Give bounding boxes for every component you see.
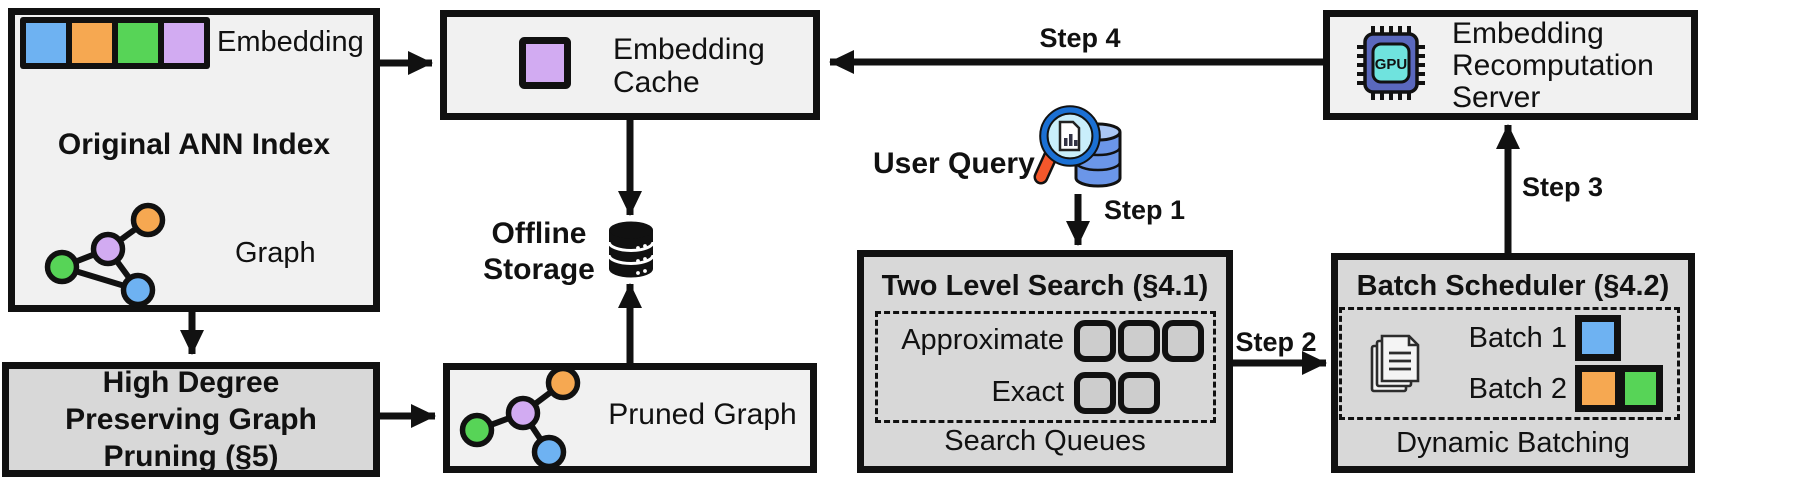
two-level-search-box: Two Level Search (§4.1) Approximate Exac… <box>857 250 1233 473</box>
embedding-cell-green <box>118 23 158 63</box>
dynamic-batching-label: Dynamic Batching <box>1396 427 1630 459</box>
step-1-label: Step 1 <box>1104 195 1186 225</box>
step-4-label: Step 4 <box>1039 23 1121 53</box>
user-query-label: User Query <box>873 147 1035 180</box>
pruned-node-purple <box>505 395 541 431</box>
exact-label: Exact <box>991 376 1064 408</box>
recomputation-server-box: GPU Embedding Recomputation Server <box>1323 10 1698 120</box>
embedding-cache-box: Embedding Cache <box>440 10 820 120</box>
embedding-cell-orange <box>72 23 112 63</box>
graph-pruning-title: High Degree Preserving Graph Pruning (§5… <box>65 366 317 473</box>
two-level-search-title: Two Level Search (§4.1) <box>881 270 1209 302</box>
batch-1-cell-blue <box>1575 315 1621 361</box>
pruned-node-green <box>459 412 495 448</box>
cached-embedding-icon <box>519 37 571 89</box>
queue-square <box>1162 320 1204 362</box>
graph-pruning-box: High Degree Preserving Graph Pruning (§5… <box>2 362 380 477</box>
graph-node-orange <box>130 202 166 238</box>
gpu-chip-icon: GPU <box>1357 26 1425 100</box>
cached-embedding-square <box>519 37 571 89</box>
batch-scheduler-box: Batch Scheduler (§4.2) Batch 1 Batch 2 D… <box>1331 253 1695 473</box>
pruned-node-blue <box>531 434 567 470</box>
step-2-label: Step 2 <box>1235 327 1317 357</box>
graph-label: Graph <box>235 237 316 269</box>
embedding-label: Embedding <box>217 26 364 58</box>
approximate-label: Approximate <box>901 324 1064 356</box>
query-document-icon <box>1058 120 1081 152</box>
pruned-graph-icon <box>459 365 581 470</box>
graph-node-purple <box>90 231 126 267</box>
original-ann-index-box: Embedding Original ANN Index Graph <box>8 8 380 312</box>
search-queues-label: Search Queues <box>944 425 1146 457</box>
embedding-strip-frame <box>20 17 210 69</box>
queue-square <box>1118 320 1160 362</box>
gpu-chip-pins <box>1357 26 1425 100</box>
batch-scheduler-title: Batch Scheduler (§4.2) <box>1356 270 1670 302</box>
embedding-cell-purple <box>164 23 204 63</box>
embedding-vector-icon <box>20 17 210 69</box>
queue-square <box>1074 372 1116 414</box>
batch-2-squares <box>1575 365 1663 412</box>
gpu-chip-label: GPU <box>1375 56 1408 73</box>
documents-icon <box>1370 334 1420 393</box>
queue-square <box>1118 372 1160 414</box>
dynamic-batching-panel: Batch 1 Batch 2 <box>1339 307 1680 420</box>
recomputation-server-title: Embedding Recomputation Server <box>1452 17 1654 114</box>
batch-2-cell-green <box>1618 365 1663 412</box>
graph-node-green <box>44 249 80 285</box>
batch-1-label: Batch 1 <box>1468 322 1567 354</box>
graph-node-blue <box>120 272 156 308</box>
database-icon <box>607 221 655 278</box>
graph-icon <box>44 202 166 308</box>
pruned-graph-box: Pruned Graph <box>443 363 817 473</box>
embedding-cell-blue <box>26 23 66 63</box>
offline-storage-label: Offline Storage <box>483 217 595 286</box>
exact-queue-row <box>1074 372 1160 414</box>
search-queues-panel: Approximate Exact <box>875 311 1216 423</box>
pruned-graph-label: Pruned Graph <box>608 398 797 431</box>
batch-2-cell-orange <box>1575 365 1622 412</box>
query-search-database-icon <box>1033 105 1122 188</box>
pruned-node-orange <box>545 365 581 401</box>
batch-1-square <box>1575 315 1621 361</box>
approximate-queue-row <box>1074 320 1204 362</box>
queue-square <box>1074 320 1116 362</box>
ann-index-title: Original ANN Index <box>57 128 331 161</box>
batch-2-label: Batch 2 <box>1468 373 1567 405</box>
gpu-chip-inner <box>1371 42 1411 84</box>
embedding-cache-title: Embedding Cache <box>613 33 765 99</box>
step-3-label: Step 3 <box>1522 172 1604 202</box>
